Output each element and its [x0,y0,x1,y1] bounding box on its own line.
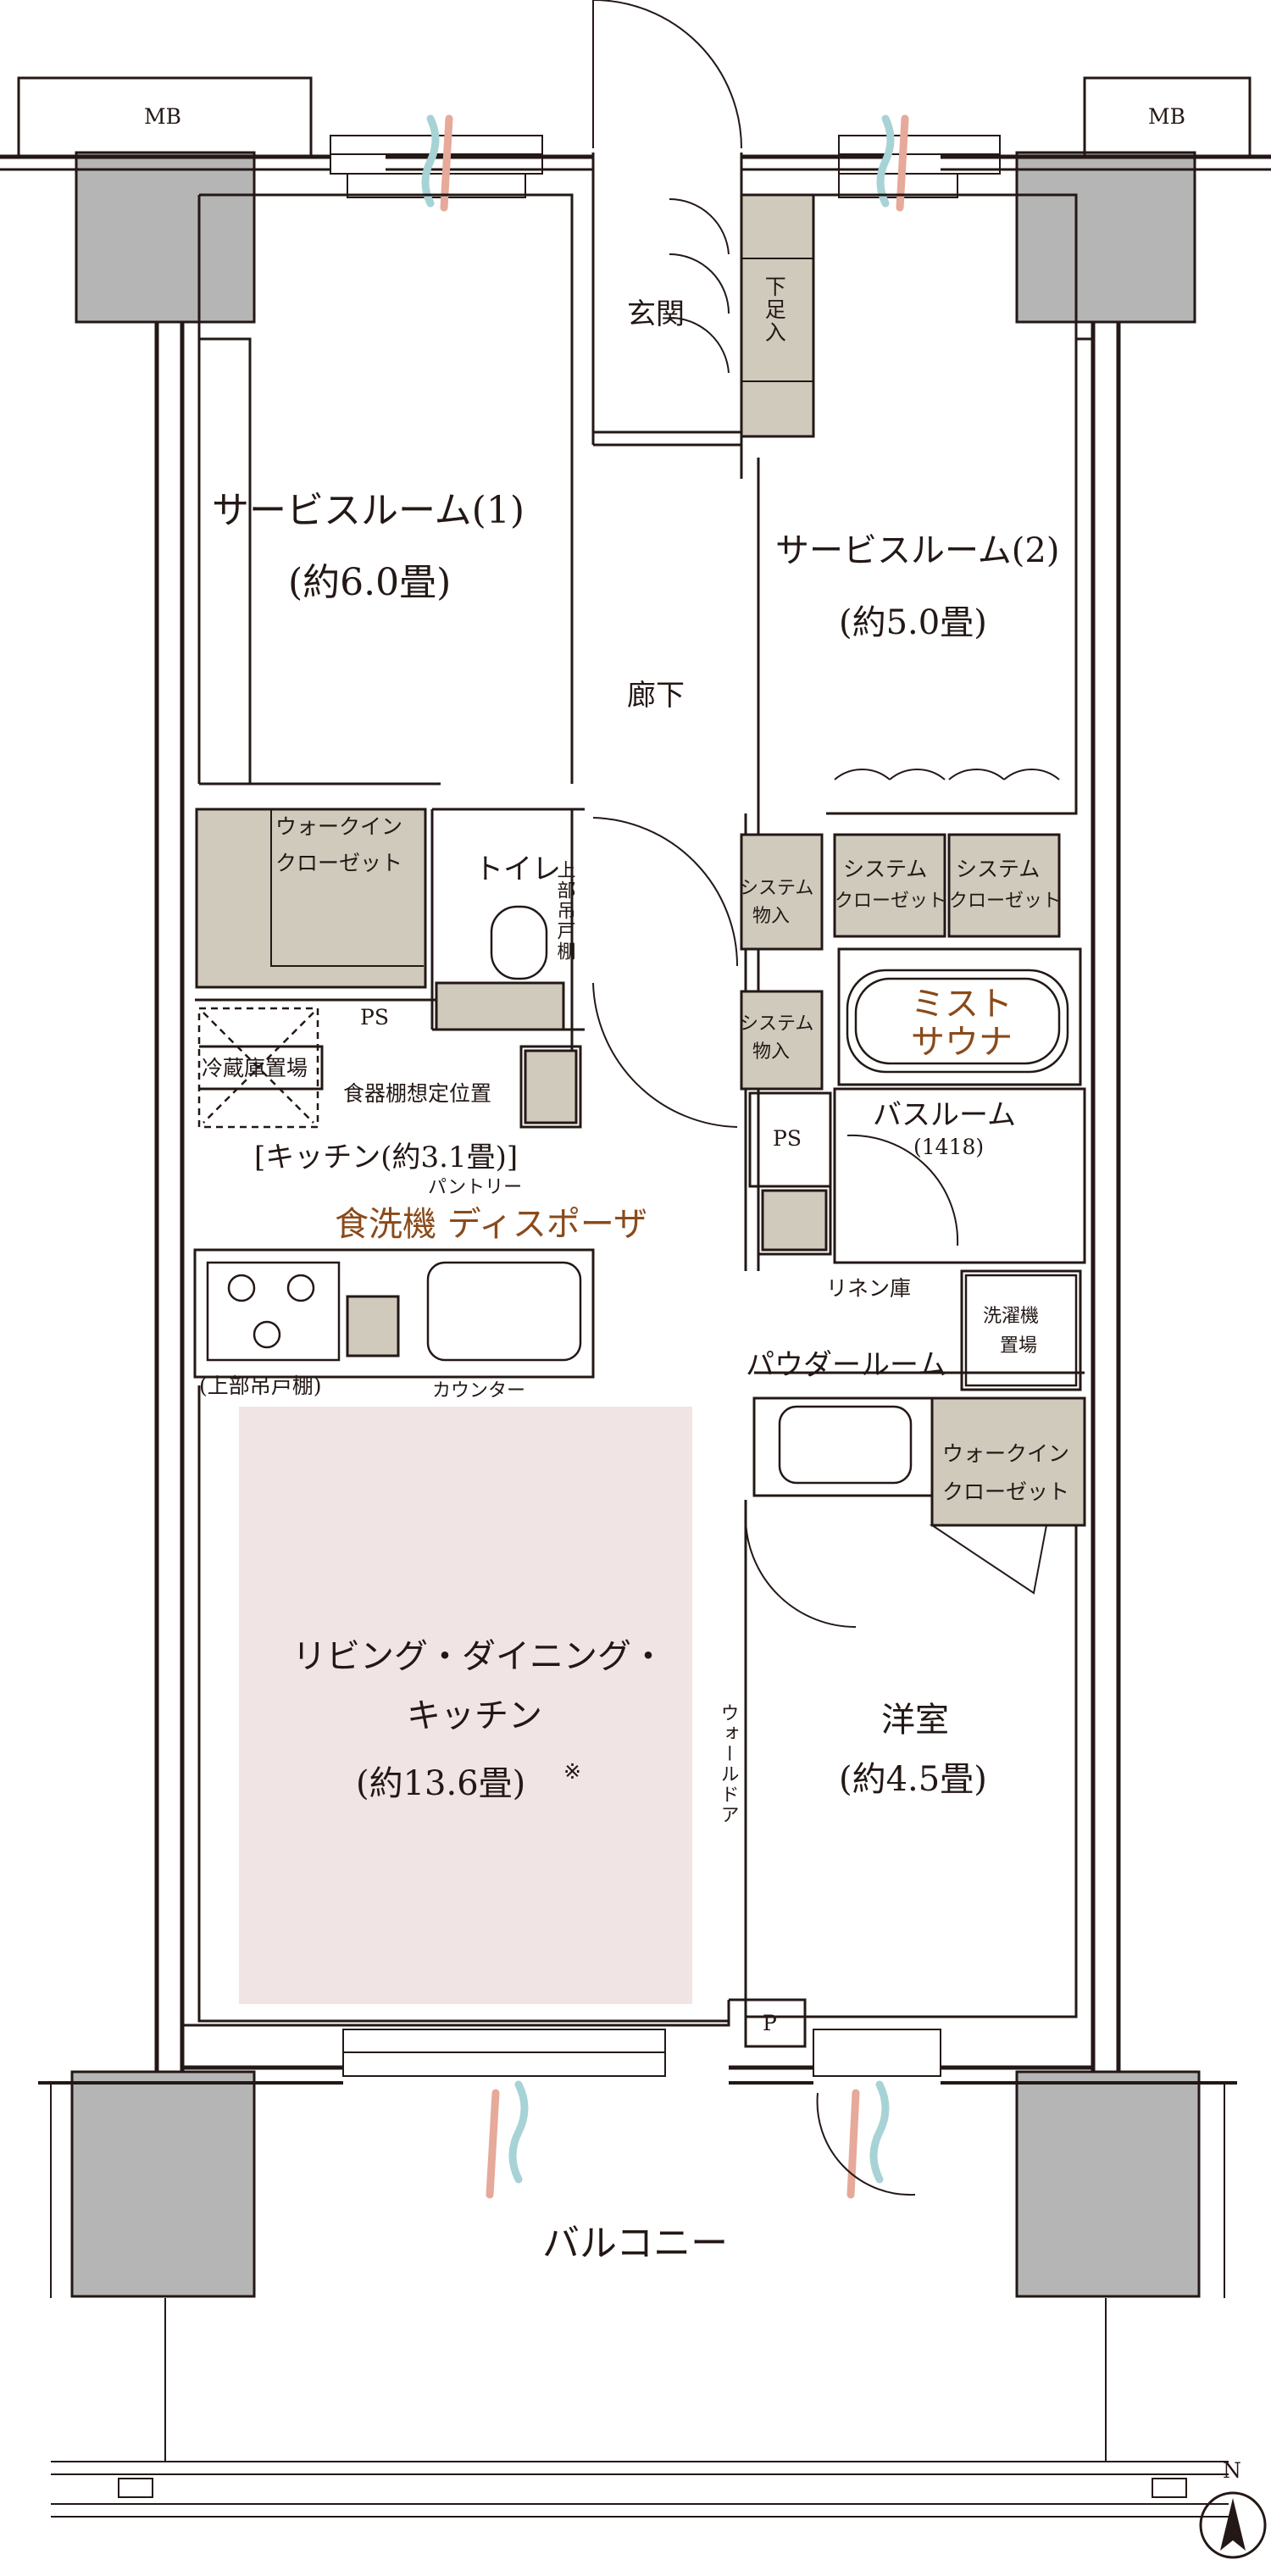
linen-label: リネン庫 [826,1276,912,1301]
mb-boxes [17,76,1252,158]
balcony-label: バルコニー [542,2222,729,2265]
storage-fills [195,193,1086,1527]
system-closet-2-label: システム [956,857,1041,881]
bathtub-inner-icon [854,977,1061,1065]
structural-columns [70,151,1201,2298]
bathtub-icon [846,969,1069,1074]
toilet-upper-cabinet-label: 上部吊戸棚 [553,860,575,962]
walk-in-closet-1-label: ウォークイン [275,814,403,839]
ps-1-label: PS [360,1005,389,1030]
service-room-1-size: (約6.0畳) [288,561,452,604]
walk-in-closet-2-fill [930,1396,1086,1527]
dishwasher-disposer-label: 食洗機 ディスポーザ [335,1205,648,1244]
walk-in-closet-1-label-2: クローゼット [275,851,403,875]
washer-space-box [964,1274,1078,1387]
western-room-label: 洋室 [881,1701,949,1740]
kitchen-sink-icon [426,1261,582,1362]
service-room-2-label: サービスルーム(2) [775,531,1060,570]
system-closet-1-label-2: クローゼット [835,891,947,912]
walk-in-closet-2-label-2: クローゼット [942,1480,1070,1504]
system-closet-2-label-2: クローゼット [949,891,1062,912]
washer-space-label-2: 置場 [1000,1335,1038,1357]
system-closet-1-label: システム [843,857,928,881]
toilet-label: トイレ [475,852,561,886]
walk-in-closet-1-fill [195,808,427,989]
shoe-cabinet-label: 下足入 [762,275,787,344]
service-room-1-label: サービスルーム(1) [212,489,525,532]
mist-sauna-label: ミスト [911,985,1013,1024]
bathroom-size-label: (1418) [913,1135,985,1159]
fixtures [197,905,1078,1485]
toilet-bowl-icon [490,905,548,980]
service-room-2-size: (約5.0畳) [839,603,987,642]
burner-1-icon [227,1274,256,1302]
ldk-note-mark: ※ [563,1759,581,1784]
ps-2-label: PS [773,1126,802,1151]
mist-sauna-label-2: サウナ [911,1023,1013,1062]
fridge-space-box [197,1007,319,1129]
system-storage-1-label-2: 物入 [752,906,791,927]
powder-room-label: パウダールーム [746,1348,946,1382]
pantry-fill [524,1049,578,1124]
wall-door-label: ウォールドア [717,1703,739,1825]
north-compass-icon [1199,2491,1267,2559]
fridge-space-label: 冷蔵庫置場 [202,1056,308,1080]
walk-in-closet-2-label: ウォークイン [942,1441,1070,1466]
bathroom-label: バスルーム [873,1098,1016,1132]
column-bottom-left [70,2070,256,2298]
balcony-structure [50,2029,1229,2518]
burner-2-icon [286,1274,315,1302]
dish-shelf-label: 食器棚想定位置 [343,1081,492,1106]
kitchen-upper-cabinet-label: (上部吊戸棚) [199,1374,322,1398]
system-storage-1-fill [740,833,824,951]
ldk-highlight [239,1407,692,2004]
system-storage-2-label: システム [740,1013,814,1035]
mb-right-label: MB [1148,104,1185,129]
column-top-right [1015,151,1196,324]
entrance-label: 玄関 [627,297,685,331]
system-storage-2-fill [740,990,824,1091]
system-storage-1-label: システム [740,878,814,899]
washer-space-label: 洗濯機 [983,1306,1040,1327]
system-closet-2-fill [947,833,1061,938]
storage-dividers [270,258,813,967]
kitchen-cabinet-fill [346,1295,400,1357]
ldk-label: リビング・ダイニング・ [292,1637,665,1676]
ldk-label-2: キッチン [407,1696,542,1735]
toilet-shelf-fill [435,981,565,1031]
counter-label: カウンター [432,1380,526,1402]
kitchen-label: [キッチン(約3.1畳)] [254,1141,519,1174]
column-top-left [75,151,256,324]
ldk-size-label: (約13.6畳) [356,1764,526,1803]
system-storage-2-label-2: 物入 [752,1041,791,1063]
vent-marks [421,114,909,2199]
western-room-size: (約4.5畳) [839,1760,987,1799]
hallway-label: 廊下 [627,679,685,713]
door-swings [592,0,1060,2196]
p-label: P [763,2011,777,2035]
mb-left-label: MB [144,104,181,129]
shoe-cabinet-fill [740,193,815,438]
cooktop-icon [206,1261,341,1362]
burner-3-icon [253,1320,281,1349]
washbasin-icon [778,1405,913,1485]
column-bottom-right [1015,2070,1201,2298]
pantry-label: パントリー [428,1177,523,1198]
north-label: N [1223,2458,1241,2483]
linen-fill [761,1189,828,1252]
system-closet-1-fill [833,833,946,938]
